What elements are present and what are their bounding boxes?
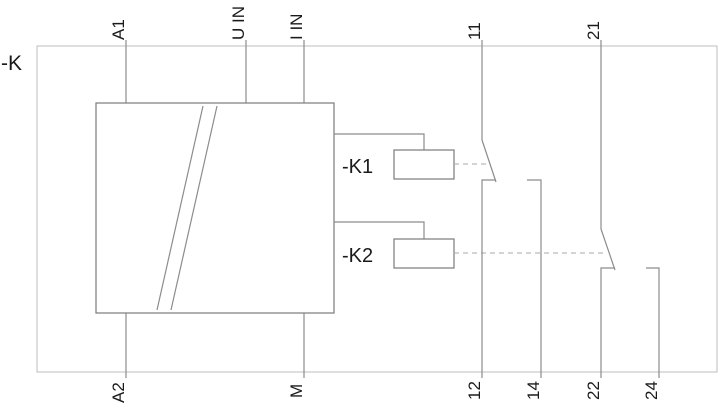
k2-coil-connection [334,221,425,239]
k1-label: -K1 [342,156,373,178]
device-frame [36,45,718,373]
terminal-12-label: 12 [465,381,484,400]
terminal-a1-label: A1 [109,19,128,40]
terminal-22-label: 22 [584,381,603,400]
module-slash-line-2 [170,105,218,311]
contact-24-wire [646,267,660,378]
terminal-i-in-label: I IN [287,14,306,40]
terminal-14-label: 14 [524,381,543,400]
terminal-24-label: 24 [642,381,661,400]
k2-coil [393,238,455,269]
k1-switch-blade [481,139,497,183]
contact-14-wire [527,179,542,378]
terminal-11-label: 11 [465,22,484,40]
k2-switch-blade [600,228,616,271]
terminal-u-in-label: U IN [229,6,248,40]
k1-coil [393,149,455,180]
terminal-21-label: 21 [584,21,603,40]
terminal-a2-label: A2 [109,382,128,403]
k1-coil-connection [334,133,425,150]
main-module-block [95,102,335,314]
contact-12-wire [481,179,496,378]
device-label: -K [1,52,22,75]
contact-22-wire [600,267,615,378]
terminal-m-label: M [287,384,306,398]
module-slash-line-1 [156,105,204,311]
k2-label: -K2 [342,245,373,267]
